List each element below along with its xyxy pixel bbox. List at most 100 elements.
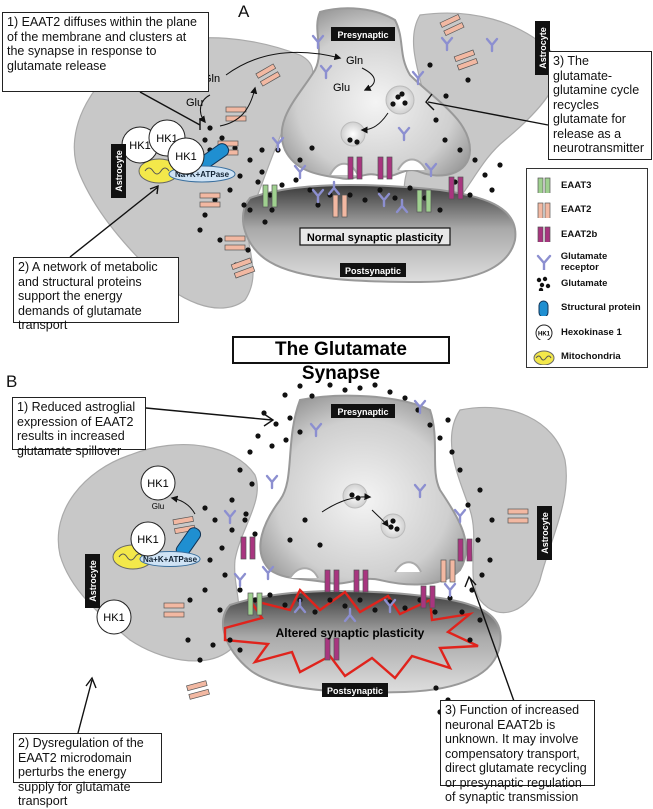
receptor-icon: [453, 508, 467, 524]
glutamate-dot: [259, 169, 265, 175]
glutamate-dot: [442, 137, 448, 143]
glutamate-dot: [387, 389, 393, 395]
atpase-label-b: Na+K+ATPase: [143, 555, 198, 564]
receptor-icon: [265, 474, 279, 490]
callout-a-1: 1) EAAT2 diffuses within the plane of th…: [2, 12, 209, 92]
glu-label: Glu: [186, 97, 203, 109]
transporters: [163, 13, 529, 700]
legend-label: EAAT2b: [561, 228, 598, 240]
glutamate-dot: [243, 511, 249, 517]
glutamate-dot: [327, 597, 333, 603]
glutamate-dots: [185, 62, 503, 715]
glutamate-dot: [465, 502, 471, 508]
glutamate-dot: [307, 187, 313, 193]
glutamate-dot: [407, 185, 413, 191]
glutamate-dot: [187, 597, 193, 603]
glutamate-dot: [242, 517, 248, 523]
glutamate-dot: [197, 657, 203, 663]
hk1-label: HK1: [147, 478, 168, 490]
legend-item: Structural protein: [533, 300, 641, 316]
receptor-icon: [395, 198, 409, 214]
plasticity-label-a: Normal synaptic plasticity: [307, 232, 444, 244]
glutamate-dot: [357, 385, 363, 391]
glutamate-dot: [259, 147, 265, 153]
eaat2-icon: [199, 192, 221, 208]
glutamate-dot: [377, 187, 383, 193]
glutamate-dot: [219, 545, 225, 551]
glutamate-dot: [342, 603, 348, 609]
eaat2b-icon: [377, 156, 393, 180]
eaat2b-icon: [537, 226, 551, 242]
eaat2-icon: [440, 559, 456, 583]
receptor-icon: [377, 192, 391, 208]
glutamate-dot: [394, 526, 400, 532]
legend-label: Glutamate: [561, 277, 608, 289]
mitochondria-icon: [533, 350, 555, 365]
eaat2-icon: [439, 13, 465, 37]
glutamate-dot: [390, 101, 396, 107]
glutamate-dot: [347, 137, 353, 143]
legend-item: EAAT2: [533, 202, 591, 218]
glutamate-dot: [212, 517, 218, 523]
glutamate-dot: [347, 192, 353, 198]
glutamate-dot: [219, 135, 225, 141]
eaat2-icon: [224, 235, 246, 251]
glutamate-dot: [241, 202, 247, 208]
glutamate-dot: [283, 437, 289, 443]
eaat2b-icon: [347, 156, 363, 180]
gln-label: Gln: [346, 55, 363, 67]
glutamate-dot: [247, 207, 253, 213]
glutamate-dot: [489, 517, 495, 523]
glutamate-dot: [427, 62, 433, 68]
eaat2b-icon: [448, 176, 464, 200]
eaat2-icon: [453, 49, 479, 71]
diagram-canvas: Na+K+ATPase Na+K+ATPase HK1 HK1 HK1 HK1 …: [57, 7, 567, 734]
glutamate-dot: [459, 609, 465, 615]
receptor-icon: [443, 582, 457, 598]
glutamate-dot: [210, 642, 216, 648]
glutamate-dot: [467, 192, 473, 198]
postsynaptic-label-a: Postsynaptic: [345, 266, 401, 276]
hk1-circles: HK1 HK1 HK1 HK1 Glu HK1 HK1: [96, 119, 205, 635]
postsynaptic-terminal-b: [221, 589, 502, 694]
receptor-icon: [424, 162, 438, 178]
plasticity-label-b: Altered synaptic plasticity: [276, 626, 425, 640]
receptor-icon: [343, 607, 357, 623]
eaat2-icon: [537, 202, 551, 218]
glutamate-dot: [433, 117, 439, 123]
glutamate-dot: [342, 387, 348, 393]
receptor-icon: [383, 598, 397, 614]
callout-a-2: 2) A network of metabolic and structural…: [13, 257, 179, 332]
glutamate-dot: [267, 192, 273, 198]
glutamate-dot: [227, 187, 233, 193]
receptor-icon: [233, 572, 247, 588]
receptor-icon: [413, 399, 427, 415]
glutamate-dot: [202, 212, 208, 218]
hk1-label: HK1: [103, 612, 124, 624]
structural-protein-icon: [538, 300, 549, 316]
receptor-icon: [311, 188, 325, 204]
receptor-icon: [413, 483, 427, 499]
glutamate-dot: [293, 177, 299, 183]
receptor-icon: [411, 70, 425, 86]
figure-title: The Glutamate Synapse: [232, 336, 450, 384]
glutamate-dot: [297, 157, 303, 163]
glutamate-dot: [287, 415, 293, 421]
glutamate-dot: [247, 449, 253, 455]
glutamate-dot: [245, 247, 251, 253]
glutamate-dot: [273, 421, 279, 427]
glutamate-dot: [247, 157, 253, 163]
eaat2-icon: [255, 63, 281, 87]
glutamate-dot: [287, 537, 293, 543]
glutamate-dot: [437, 207, 443, 213]
callout-b-1: 1) Reduced astroglial expression of EAAT…: [12, 397, 146, 458]
receptor-icon: [397, 126, 411, 142]
presynaptic-label-b: Presynaptic: [337, 407, 388, 417]
glutamate-dot: [207, 125, 213, 131]
astrocyte-label-a-left: Astrocyte: [114, 150, 124, 192]
glutamate-dot: [479, 572, 485, 578]
glutamate-receptors: [223, 34, 499, 623]
plasticity-burst: [223, 587, 479, 680]
hk1-label: HK1: [129, 140, 150, 152]
glutamate-dot: [447, 595, 453, 601]
